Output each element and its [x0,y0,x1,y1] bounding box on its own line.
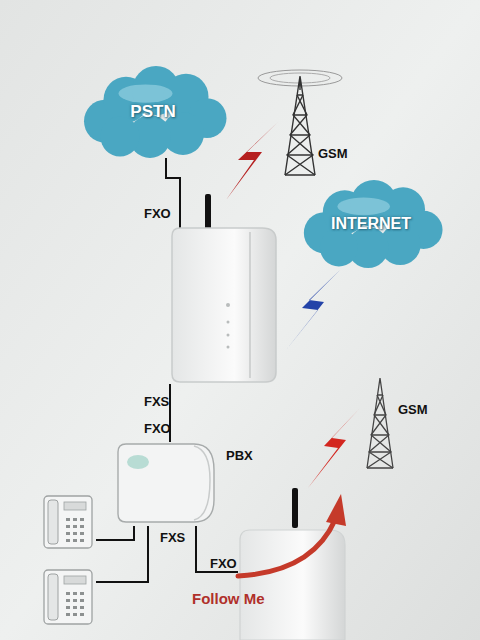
phone-wire [96,526,148,582]
key [66,592,70,595]
device-seam [249,232,251,378]
pbx-box: PBX [114,440,218,526]
desk-phone [44,496,92,548]
key [80,525,84,528]
key [66,518,70,521]
key [66,599,70,602]
key [73,599,77,602]
gateway-device [172,228,276,382]
gsm-gateway-device [240,530,345,640]
key [73,613,77,616]
follow-me-arrow [238,520,335,576]
key [73,518,77,521]
port-label: FXO [144,421,171,436]
key [73,539,77,542]
pbx-housing [114,440,218,526]
key [80,592,84,595]
key [80,532,84,535]
port-label: FXO [210,556,237,571]
fxs-fxo-wire [196,526,238,572]
wireless-bolt [226,122,278,200]
key [66,606,70,609]
key [66,539,70,542]
wireless-bolt [308,408,360,488]
key [73,606,77,609]
arrow-head [326,494,346,526]
pbx-label: PBX [226,448,253,463]
key [66,532,70,535]
key [80,539,84,542]
wireless-bolt [286,270,340,350]
key [73,592,77,595]
key [66,525,70,528]
gsm-tower [367,378,393,468]
key [80,613,84,616]
port-label: FXS [160,530,185,545]
feature-label: Follow Me [192,590,265,607]
phone-wire [96,526,134,540]
key [66,613,70,616]
key [80,599,84,602]
cloud-label: PSTN [130,102,175,122]
key [80,606,84,609]
network-label: GSM [318,146,348,161]
network-cloud: INTERNET [298,180,444,268]
status-leds [226,303,230,349]
antenna [292,488,298,528]
key [80,518,84,521]
keypad [66,518,84,616]
desk-phone [44,570,92,624]
port-label: FXS [144,394,169,409]
key [73,532,77,535]
network-label: GSM [398,402,428,417]
network-cloud: PSTN [78,66,228,158]
key [73,525,77,528]
port-label: FXO [144,206,171,221]
cloud-label: INTERNET [331,215,411,233]
pstn-wire [166,158,180,234]
